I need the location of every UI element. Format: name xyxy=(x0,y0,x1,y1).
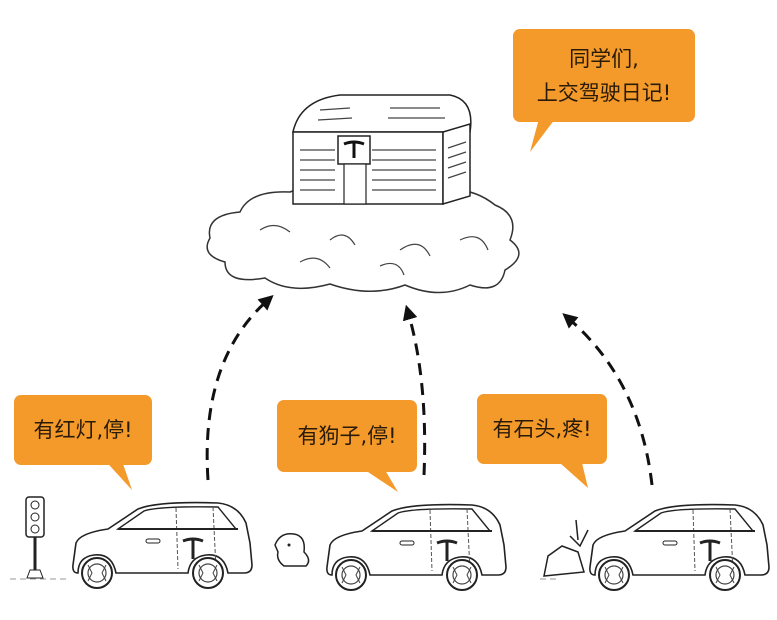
upload-arrow-3 xyxy=(562,313,654,486)
cloud-speech-bubble: 同学们, 上交驾驶日记! xyxy=(513,29,695,122)
speech-bubble-rock: 有石头,疼! xyxy=(477,394,607,464)
bubble-text: 有狗子,停! xyxy=(297,424,397,448)
upload-arrow-1 xyxy=(205,295,274,481)
speech-bubble-red-light: 有红灯,停! xyxy=(14,395,152,465)
car-dog xyxy=(325,503,508,592)
car-rock xyxy=(588,503,771,592)
bubble-line-2: 上交驾驶日记! xyxy=(536,80,672,105)
upload-arrow-2 xyxy=(402,304,427,476)
bubble-line-1: 同学们, xyxy=(569,46,639,71)
car-red-light xyxy=(71,501,254,590)
bubble-text: 有石头,疼! xyxy=(492,417,592,441)
rock-icon xyxy=(543,519,589,577)
traffic-light-icon xyxy=(25,496,45,579)
bubble-text: 有红灯,停! xyxy=(33,418,133,442)
data-chest xyxy=(292,94,472,206)
speech-bubble-dog: 有狗子,停! xyxy=(277,400,417,472)
dog-icon xyxy=(274,532,310,567)
